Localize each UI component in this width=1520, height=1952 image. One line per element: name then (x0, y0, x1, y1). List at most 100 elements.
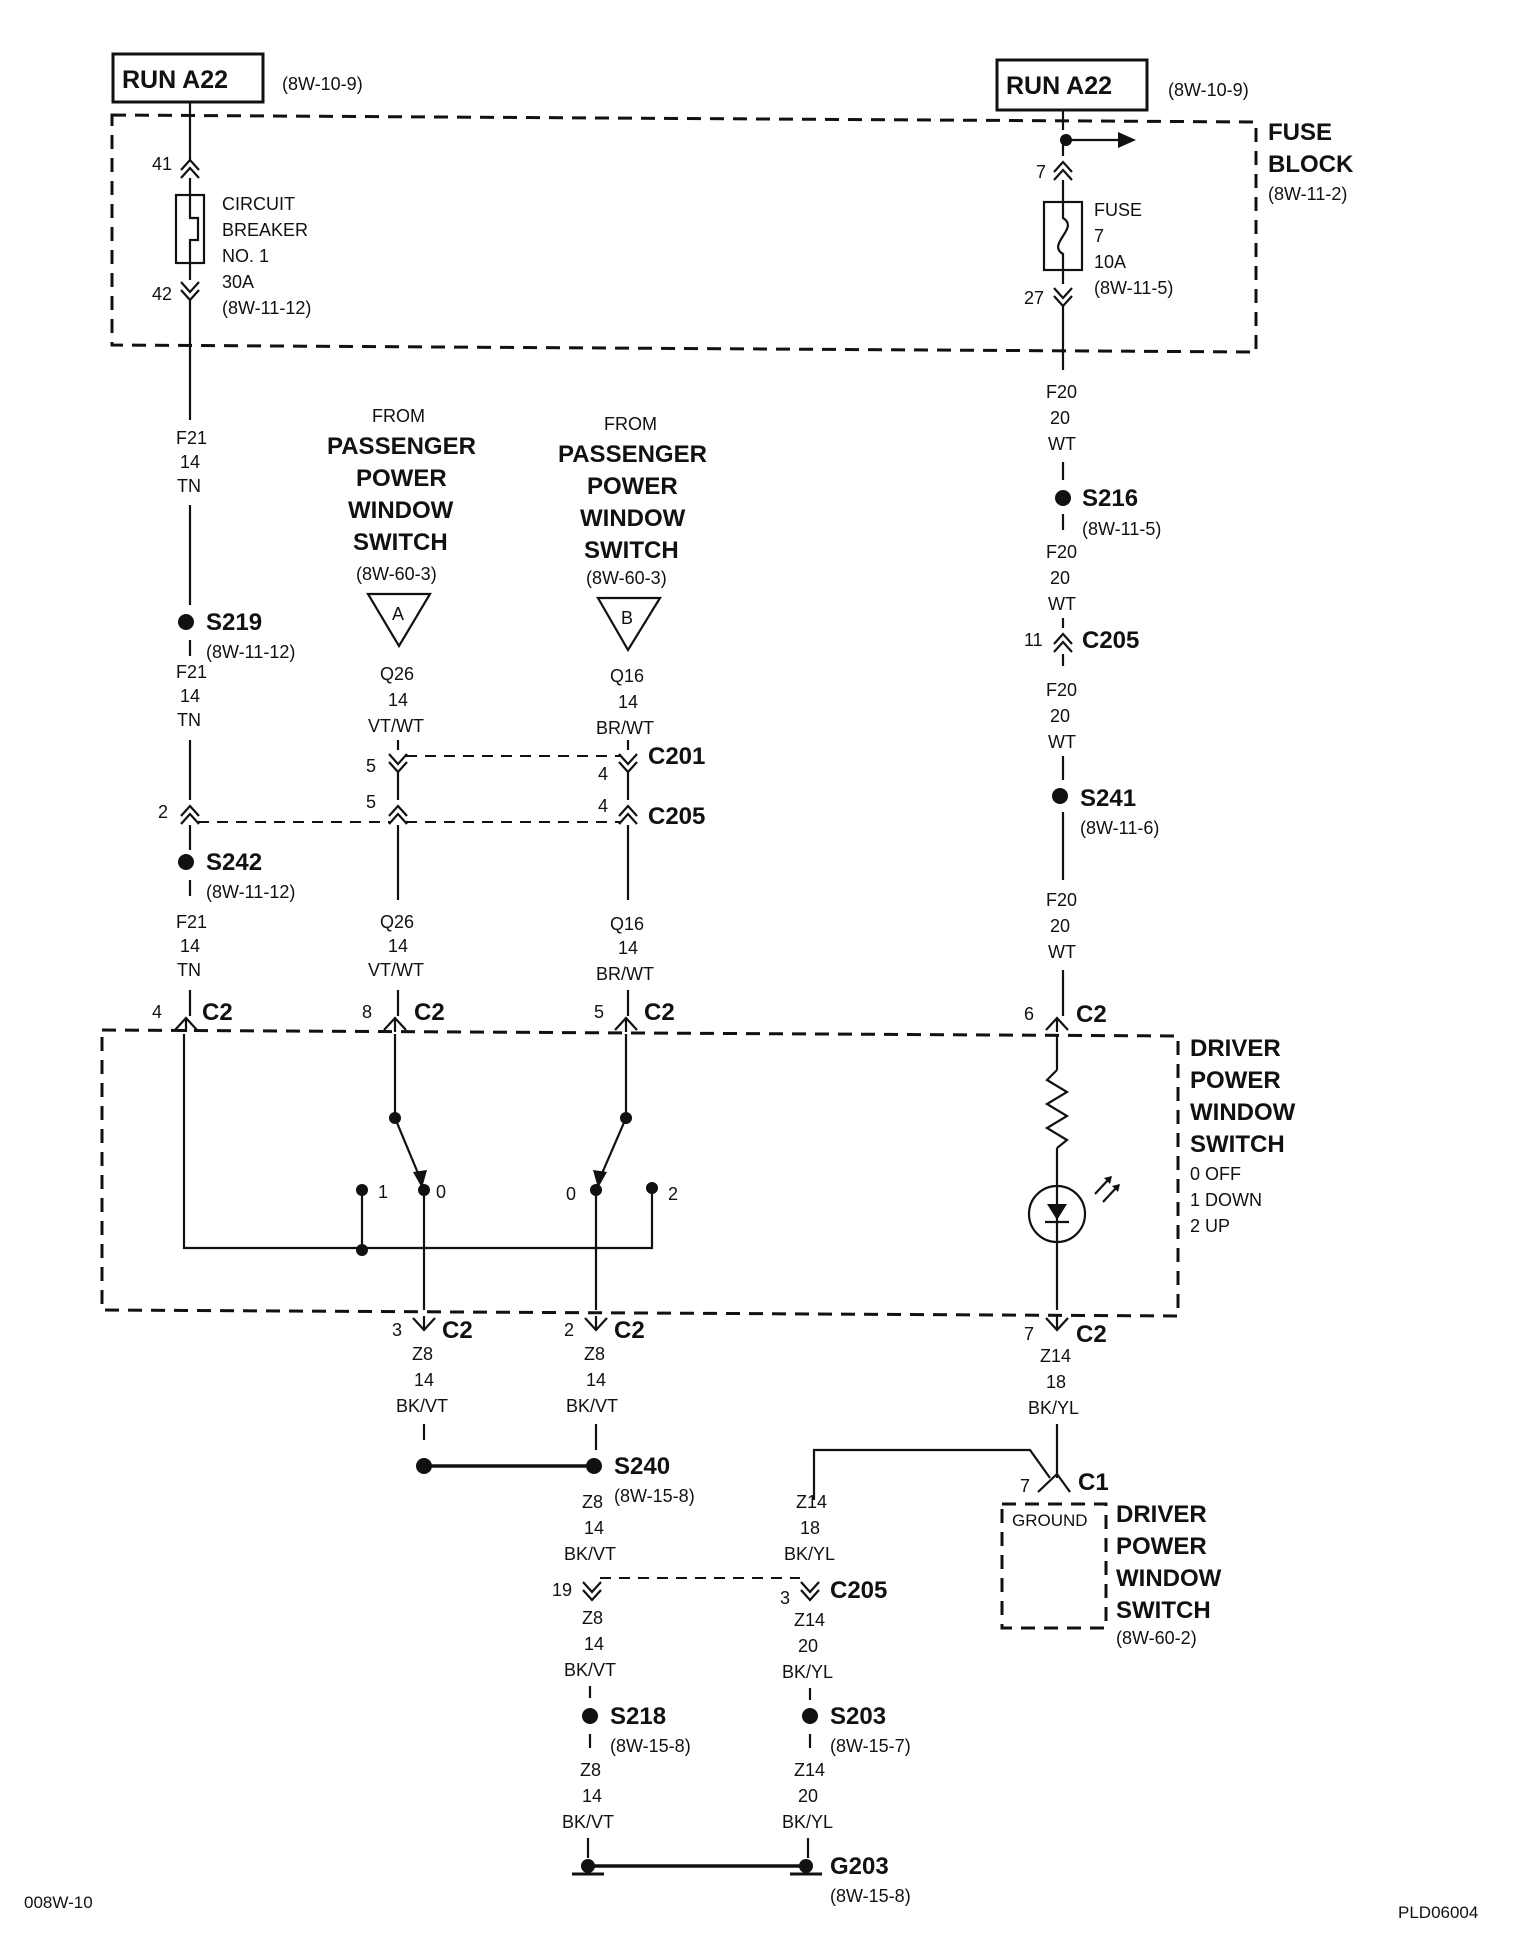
s203-label: S203 (830, 1703, 886, 1730)
footer-left: 008W-10 (24, 1893, 93, 1912)
driver-switch-outline (100, 1028, 1180, 1318)
off-page-triangle-b (596, 596, 662, 653)
switch-right-blade (598, 1117, 628, 1179)
breaker-label-2: BREAKER (222, 220, 308, 240)
switch-left-contact-1 (356, 1184, 368, 1196)
from-b-l1: PASSENGER (558, 441, 707, 468)
c2-bottom-7: 7 C2 (1024, 1314, 1107, 1348)
z8-b-color: BK/VT (566, 1396, 618, 1416)
splice-s219-dot (178, 614, 194, 630)
driver-switch-l4: SWITCH (1190, 1131, 1285, 1158)
from-a-l1: PASSENGER (327, 433, 476, 460)
c2-top-8: 8 C2 (362, 999, 445, 1034)
z8-c-gauge: 14 (584, 1518, 604, 1538)
c205-right-label: C205 (1082, 627, 1139, 654)
c2-bottom-2-pin: 2 (564, 1320, 574, 1340)
q16-b-gauge: 14 (618, 938, 638, 958)
run-a22-left: RUN A22 (8W-10-9) (111, 52, 363, 104)
q26-a-gauge: 14 (388, 690, 408, 710)
driver-switch-pos1: 1 DOWN (1190, 1190, 1262, 1210)
q26-a-color: VT/WT (368, 716, 424, 736)
from-b-from: FROM (604, 414, 657, 434)
s218-label: S218 (610, 1703, 666, 1730)
fuse-pin-in: 7 (1036, 162, 1046, 182)
driver-switch-ref-l1: DRIVER (1116, 1501, 1207, 1528)
switch-left-pin-0: 0 (436, 1182, 446, 1202)
splice-s218-dot (582, 1708, 598, 1724)
f20-b-gauge: 20 (1050, 568, 1070, 588)
c2-top-8-pin: 8 (362, 1002, 372, 1022)
z14-c-circuit: Z14 (794, 1610, 825, 1630)
z8-b-circuit: Z8 (584, 1344, 605, 1364)
z8-c-circuit: Z8 (582, 1492, 603, 1512)
c2-bottom-7-pin: 7 (1024, 1324, 1034, 1344)
z8-d-color: BK/VT (564, 1660, 616, 1680)
run-a22-right-ref: (8W-10-9) (1168, 80, 1249, 100)
splice-s203-dot (802, 1708, 818, 1724)
z8-a-circuit: Z8 (412, 1344, 433, 1364)
q16-a-color: BR/WT (596, 718, 654, 738)
run-a22-right: RUN A22 (8W-10-9) (995, 58, 1249, 112)
led-lamp-symbol (1027, 1176, 1120, 1244)
f20-a-circuit: F20 (1046, 382, 1077, 402)
splice-s240-dot (586, 1458, 602, 1474)
breaker-ref: (8W-11-12) (222, 298, 311, 318)
c1-ground-label: GROUND (1012, 1511, 1088, 1530)
breaker-label-1: CIRCUIT (222, 194, 295, 214)
z14-c-color: BK/YL (782, 1662, 833, 1682)
breaker-label-3: NO. 1 (222, 246, 269, 266)
fuse-block-label-1: FUSE (1268, 119, 1332, 146)
c2-top-4-pin: 4 (152, 1002, 162, 1022)
f21-c-gauge: 14 (180, 936, 200, 956)
s240-ref: (8W-15-8) (614, 1486, 695, 1506)
switch-right-pin-0: 0 (566, 1184, 576, 1204)
c1-label: C1 (1078, 1469, 1109, 1496)
z8-a-gauge: 14 (414, 1370, 434, 1390)
z14-d-circuit: Z14 (794, 1760, 825, 1780)
c205-mid-pin-b: 4 (598, 796, 608, 816)
f21-c-circuit: F21 (176, 912, 207, 932)
s240-label: S240 (614, 1453, 670, 1480)
c2-top-8-label: C2 (414, 999, 445, 1026)
ground-left-symbol (572, 1859, 604, 1876)
from-b-l4: SWITCH (584, 537, 679, 564)
feed-bus (182, 1034, 654, 1250)
s219-ref: (8W-11-12) (206, 642, 295, 662)
z14-d-color: BK/YL (782, 1812, 833, 1832)
driver-switch-ref-l4: SWITCH (1116, 1597, 1211, 1624)
f20-b-color: WT (1048, 594, 1076, 614)
breaker-pin-out: 42 (152, 284, 172, 304)
c2-bottom-2-label: C2 (614, 1317, 645, 1344)
f20-d-color: WT (1048, 942, 1076, 962)
z8-d-circuit: Z8 (582, 1608, 603, 1628)
from-a-l3: WINDOW (348, 497, 454, 524)
driver-switch-l1: DRIVER (1190, 1035, 1281, 1062)
z8-b-gauge: 14 (586, 1370, 606, 1390)
breaker-label-4: 30A (222, 272, 254, 292)
c205-mid-label: C205 (648, 803, 705, 830)
z14-d-gauge: 20 (798, 1786, 818, 1806)
z14-a-gauge: 18 (1046, 1372, 1066, 1392)
c201-pin-b: 4 (598, 764, 608, 784)
c201-pin-a: 5 (366, 756, 376, 776)
f21-c-color: TN (177, 960, 201, 980)
s241-ref: (8W-11-6) (1080, 818, 1159, 838)
z14-c-gauge: 20 (798, 1636, 818, 1656)
z14-b-color: BK/YL (784, 1544, 835, 1564)
f21-b-gauge: 14 (180, 686, 200, 706)
c2-top-5-pin: 5 (594, 1002, 604, 1022)
f20-a-gauge: 20 (1050, 408, 1070, 428)
q26-b-circuit: Q26 (380, 912, 414, 932)
from-b-l3: WINDOW (580, 505, 686, 532)
q16-b-circuit: Q16 (610, 914, 644, 934)
fuse-block-label-2: BLOCK (1268, 151, 1354, 178)
c205-low-pin-a: 19 (552, 1580, 572, 1600)
c2-top-6-pin: 6 (1024, 1004, 1034, 1024)
z8-e-color: BK/VT (562, 1812, 614, 1832)
z14-a-circuit: Z14 (1040, 1346, 1071, 1366)
z8-a-color: BK/VT (396, 1396, 448, 1416)
c205-mid-pin-left: 2 (158, 802, 168, 822)
s242-label: S242 (206, 849, 262, 876)
z14-feed-wire (812, 1448, 1051, 1500)
c2-top-6: 6 C2 (1024, 1001, 1107, 1034)
